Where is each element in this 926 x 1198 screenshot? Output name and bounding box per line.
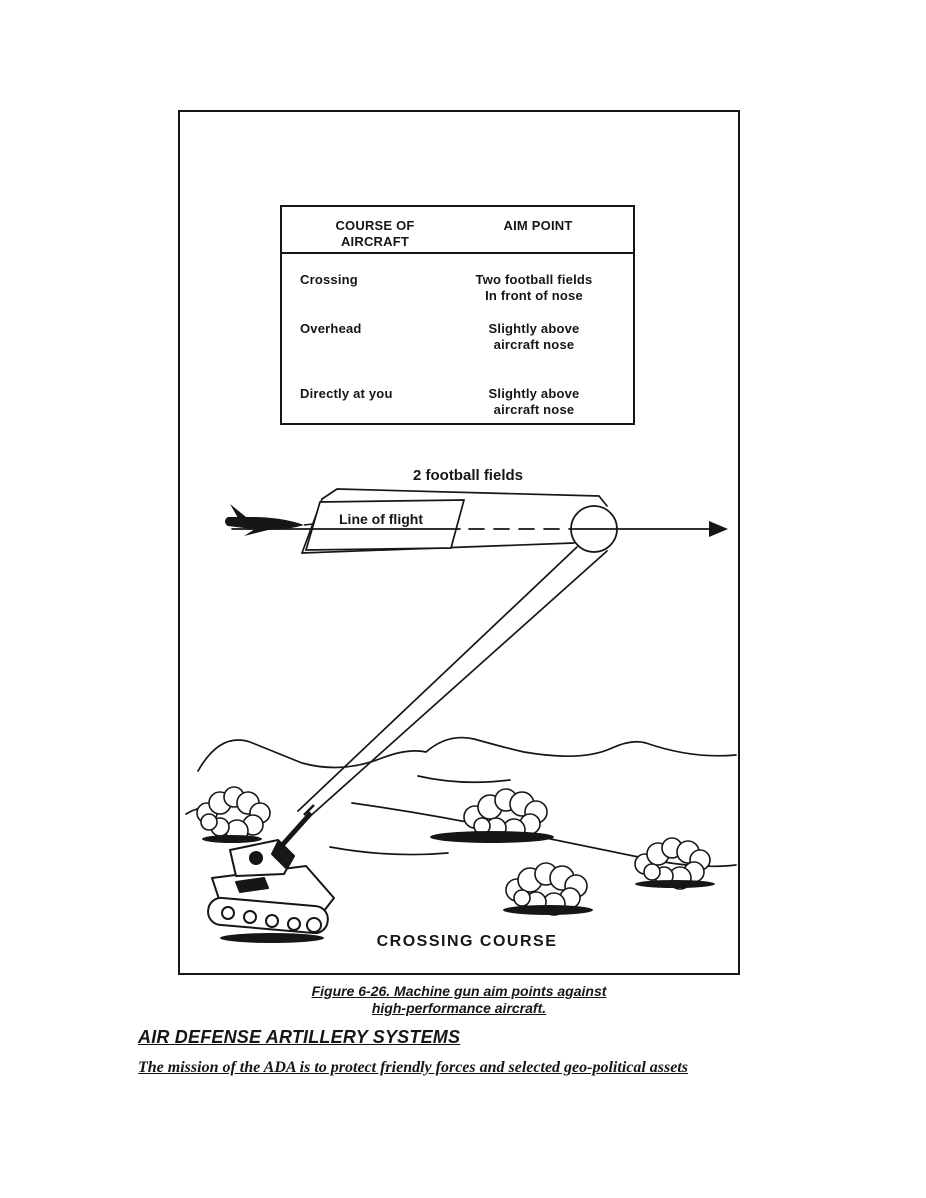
tank-icon bbox=[207, 804, 335, 943]
aim-cell: Slightly above aircraft nose bbox=[488, 321, 580, 352]
bush-middle-upper bbox=[430, 788, 554, 843]
bush-right bbox=[634, 837, 715, 890]
bush-left bbox=[196, 786, 271, 843]
table-header-course: COURSE OF AIRCRAFT bbox=[335, 218, 415, 249]
table-header-divider bbox=[282, 252, 633, 254]
aim-cell: Two football fields In front of nose bbox=[475, 272, 593, 303]
caption-line-2: high-performance aircraft. bbox=[371, 1000, 547, 1016]
table-header-aim: AIM POINT bbox=[503, 218, 573, 233]
line-of-flight-label: Line of flight bbox=[339, 511, 423, 527]
crossing-course-diagram: 2 football fields Line of flight CROSSIN… bbox=[185, 467, 737, 950]
aim-point-circle bbox=[570, 505, 618, 553]
caption-line-1: Figure 6-26. Machine gun aim points agai… bbox=[311, 983, 607, 999]
terrain-outline bbox=[185, 736, 737, 868]
section-heading: AIR DEFENSE ARTILLERY SYSTEMS bbox=[138, 1027, 461, 1047]
course-cell: Overhead bbox=[300, 321, 362, 336]
aim-point-table: COURSE OF AIRCRAFT AIM POINT Crossing Tw… bbox=[280, 205, 635, 425]
course-cell: Crossing bbox=[300, 272, 358, 287]
gun-sight-lines bbox=[297, 546, 608, 820]
bush-middle-lower bbox=[503, 862, 593, 916]
aim-cell: Slightly above aircraft nose bbox=[488, 386, 580, 417]
crossing-course-label: CROSSING COURSE bbox=[377, 933, 558, 950]
figure-caption: Figure 6-26. Machine gun aim points agai… bbox=[178, 983, 740, 1017]
body-paragraph: The mission of the ADA is to protect fri… bbox=[138, 1059, 689, 1076]
aircraft-icon bbox=[225, 504, 314, 536]
arrowhead-icon bbox=[709, 521, 728, 537]
course-cell: Directly at you bbox=[300, 386, 393, 401]
figure-6-26-frame: COURSE OF AIRCRAFT AIM POINT Crossing Tw… bbox=[178, 110, 740, 975]
distance-label: 2 football fields bbox=[413, 467, 523, 484]
line-of-flight-box bbox=[304, 499, 466, 551]
